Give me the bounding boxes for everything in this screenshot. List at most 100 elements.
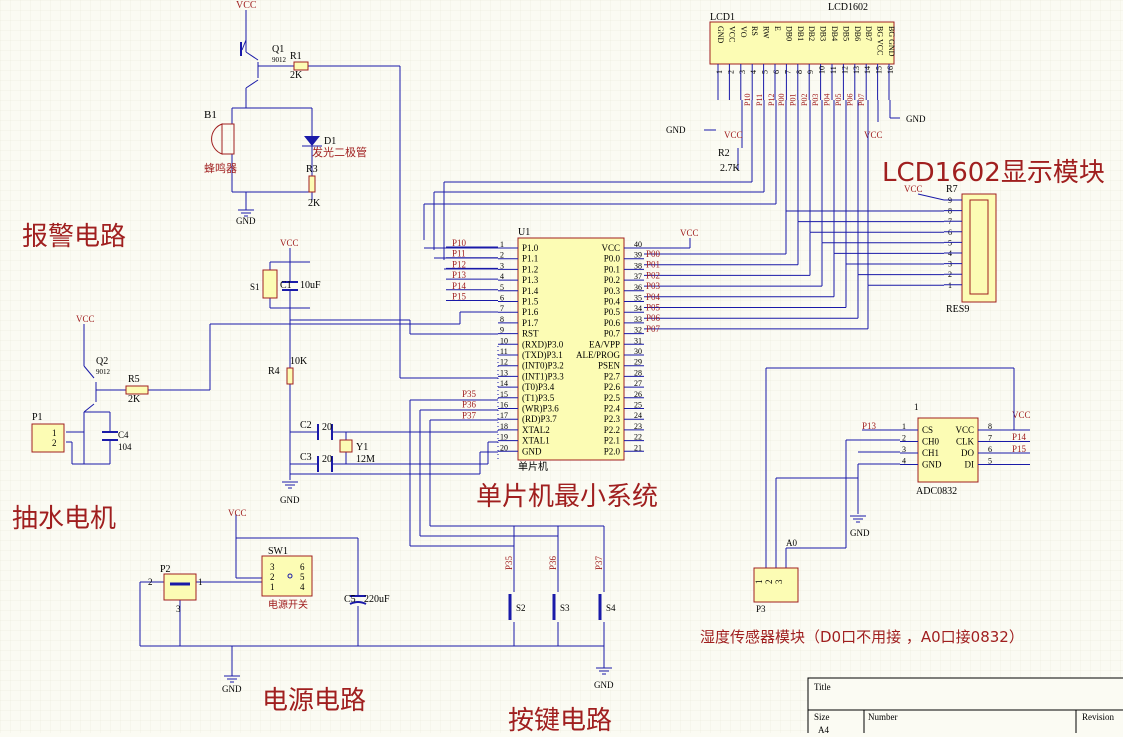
mcu-key-net: P37 [462, 410, 477, 420]
adc-left-num: 4 [902, 457, 906, 466]
p2-label: P2 [160, 564, 171, 575]
mcu-right-name: P0.6 [604, 318, 621, 328]
alarm-circuit [231, 10, 498, 379]
sw1-pin6: 6 [300, 562, 305, 572]
mcu-right-num: 24 [634, 411, 642, 420]
mcu-left-name: P1.5 [522, 297, 539, 307]
lcd-pin-name: DB5 [841, 26, 850, 41]
mcu-right-name: P2.1 [604, 436, 620, 446]
keys-gnd-label: GND [594, 680, 614, 690]
gnd-symbol [850, 515, 866, 523]
c3-value: 20 [322, 454, 332, 465]
adc-left-name: GND [922, 460, 942, 470]
q2-part: 9012 [96, 368, 111, 376]
mcu-left-num: 1 [500, 240, 504, 249]
mcu-left-name: XTAL2 [522, 425, 550, 435]
block-title-power: 电源电路 [262, 686, 367, 716]
key-ref: S4 [606, 603, 616, 613]
mcu-left-num: 19 [500, 433, 508, 442]
mcu-right-name: EA/VPP [589, 339, 620, 349]
key-net-label: P36 [548, 555, 558, 570]
mcu-left-num: 4 [500, 272, 504, 281]
mcu-left-name: P1.0 [522, 243, 539, 253]
lcd-pin-num: 6 [772, 70, 781, 74]
lcd-pin-name: DB7 [864, 26, 873, 41]
lcd-pin-name: E [773, 26, 782, 31]
mcu-left-name: GND [522, 446, 542, 456]
lcd-pin-name: BG GND [887, 26, 896, 57]
reset-circuit [269, 248, 498, 480]
mcu-right-net: P05 [646, 303, 661, 313]
mcu-ref: U1 [518, 227, 530, 238]
b1-name: 蜂鸣器 [204, 161, 237, 175]
lcd-pin-name: GND [716, 26, 725, 44]
mcu-right-num: 31 [634, 336, 642, 345]
mcu-right-num: 38 [634, 261, 642, 270]
r5-label: R5 [128, 374, 140, 385]
p3-connector [753, 567, 799, 603]
lcd-pin-num: 16 [886, 66, 895, 74]
block-title-motor: 抽水电机 [12, 504, 117, 534]
mcu-left-num: 8 [500, 315, 504, 324]
lcd-pin-num: 14 [863, 66, 872, 74]
lcd-pin-name: RW [762, 26, 771, 39]
adc-right-num: 7 [988, 434, 992, 443]
lcd-pin-num: 2 [726, 70, 735, 74]
q1-part-label: 9012 [272, 56, 287, 64]
mcu-right-name: P0.4 [604, 297, 621, 307]
lcd-vcc2-label: VCC [864, 130, 883, 140]
alarm-parts [211, 39, 322, 193]
mcu-right-num: 23 [634, 422, 642, 431]
tb-number: Number [868, 712, 898, 722]
lcd-pin-num: 9 [806, 70, 815, 74]
mcu-right-name: P2.7 [604, 371, 621, 381]
r7-part: RES9 [946, 304, 969, 315]
r1-label: R1 [290, 51, 302, 62]
mcu-left-num: 16 [500, 401, 508, 410]
lcd-pin-num: 7 [783, 70, 792, 74]
mcu-left-name: P1.3 [522, 275, 539, 285]
mcu-left-net: P14 [452, 281, 467, 291]
mcu-right-num: 26 [634, 390, 642, 399]
mcu-right-name: P0.0 [604, 254, 621, 264]
mcu-left-name: P1.7 [522, 318, 539, 328]
lcd-pin-group: GND1VCC2VO3RS4RW5E6DB07DB18DB29DB310DB41… [715, 26, 896, 106]
mcu-right-name: P0.5 [604, 307, 621, 317]
mcu-right-name: P2.0 [604, 446, 621, 456]
gnd-symbol [282, 481, 298, 489]
mcu-right-name: P2.6 [604, 382, 621, 392]
mcu-right-num: 29 [634, 358, 642, 367]
mcu-left-name: (RXD)P3.0 [522, 339, 564, 349]
adc-net-label: P14 [1012, 432, 1027, 442]
mcu-right-net: P00 [646, 249, 661, 259]
mcu-right-name: P0.7 [604, 329, 621, 339]
lcd-net-label: P03 [811, 94, 820, 106]
c1-value: 10uF [300, 280, 321, 291]
adc-left-num: 2 [902, 434, 906, 443]
mcu-left-name: P1.2 [522, 264, 538, 274]
c4-label: C4 [118, 430, 129, 440]
mcu-right-num: 35 [634, 294, 642, 303]
lcd-net-label: P06 [845, 94, 854, 106]
lcd-pin-num: 5 [761, 70, 770, 74]
mcu-left-num: 6 [500, 294, 504, 303]
sw1-pin2: 2 [270, 572, 275, 582]
mcu-right-name: P2.4 [604, 404, 621, 414]
lcd-net-label: P10 [743, 94, 752, 106]
adc-left-num: 3 [902, 445, 906, 454]
lcd-pin-num: 15 [875, 66, 884, 74]
mcu-left-name: (WR)P3.6 [522, 404, 559, 414]
psu-vcc-label: VCC [228, 508, 247, 518]
r7-pin-group: 987654321 [944, 196, 962, 290]
mcu-key-net: P36 [462, 400, 477, 410]
mcu-right-net: P02 [646, 270, 660, 280]
block-title-mcu: 单片机最小系统 [476, 482, 659, 512]
lcd-pin-num: 3 [738, 70, 747, 74]
gnd-symbol [238, 209, 254, 217]
c5-value: 220uF [364, 594, 390, 605]
mcu-left-name: (T0)P3.4 [522, 382, 555, 392]
adc-right-name: VCC [955, 425, 974, 435]
motor-vcc-label: VCC [76, 314, 95, 324]
lcd-part: LCD1602 [828, 2, 868, 13]
lcd-net-label: P11 [755, 94, 764, 106]
